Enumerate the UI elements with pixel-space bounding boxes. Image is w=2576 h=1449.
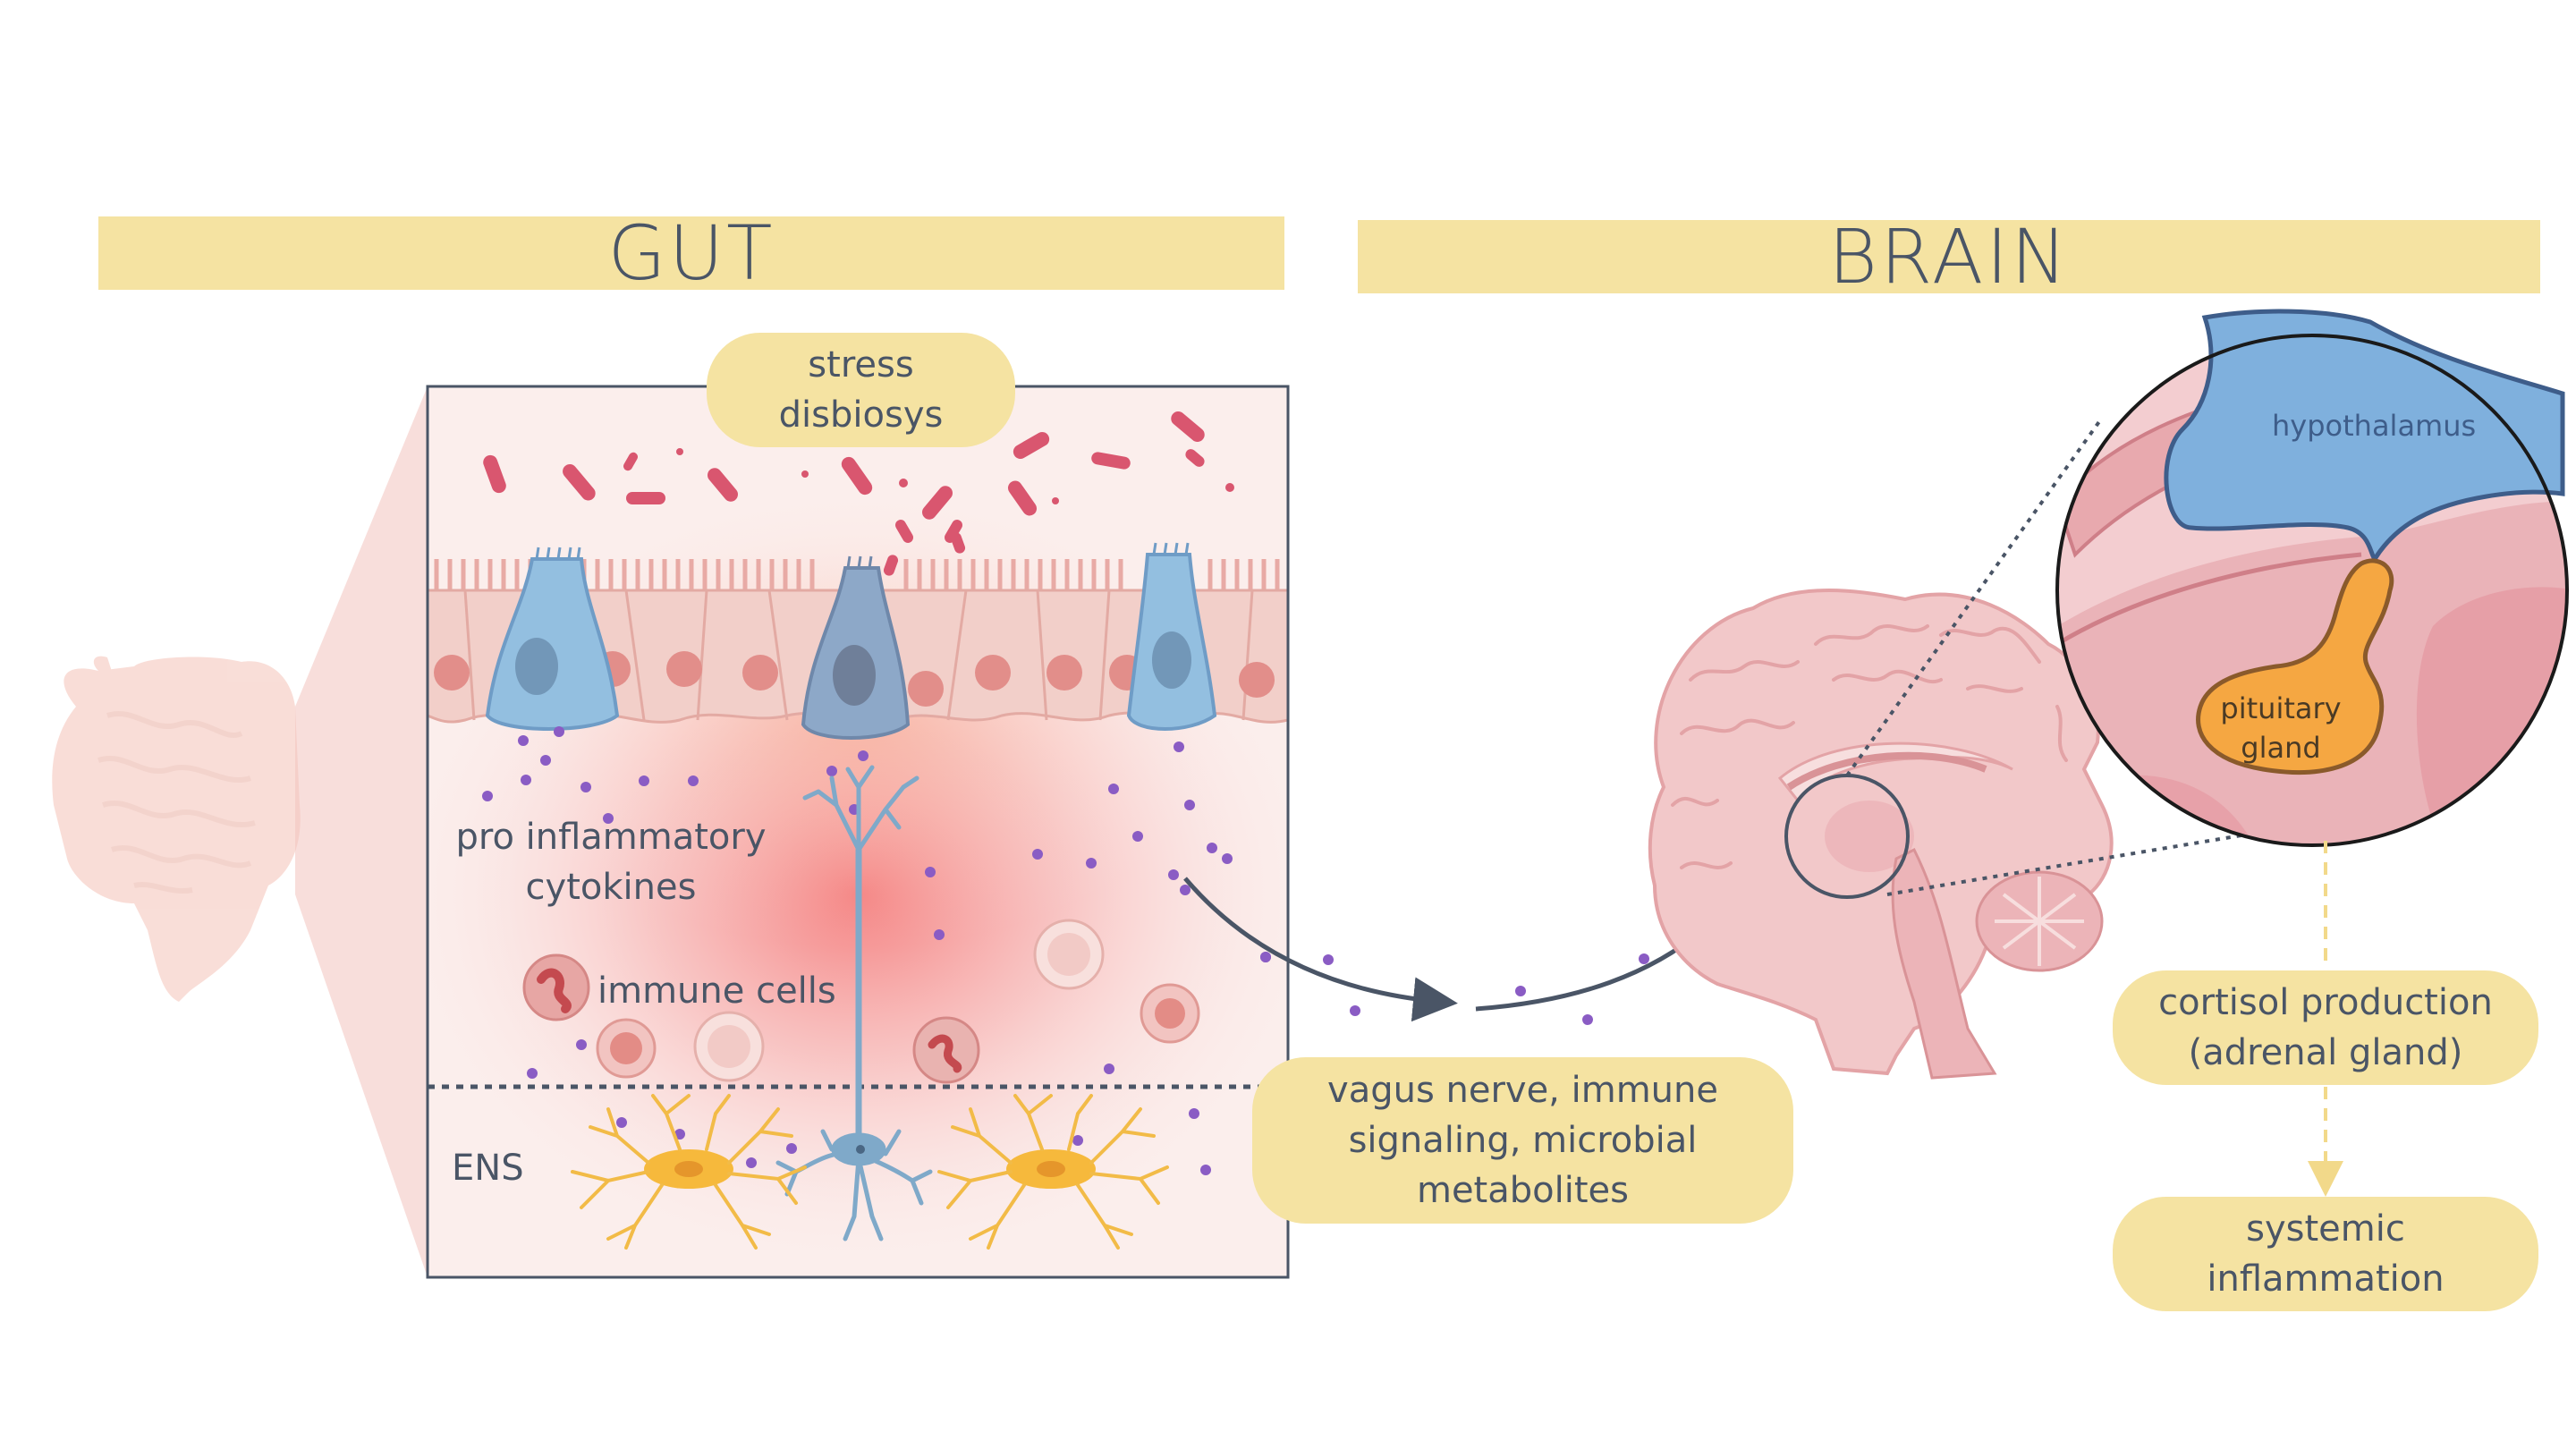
pituitary-label: pituitary gland <box>2209 689 2352 767</box>
cytokine-dots <box>482 726 1271 1175</box>
disbiosys-text: disbiosys <box>778 394 944 436</box>
stress-pill: stress disbiosys <box>707 333 1015 447</box>
bacteria-icon <box>483 411 1234 576</box>
immune-cell-icon <box>522 919 1200 1084</box>
immune-cells-label: immune cells <box>597 970 836 1012</box>
zoom-line-bottom <box>1886 821 2318 896</box>
brain-header-text: BRAIN <box>1827 213 2071 301</box>
hypothalamus-icon <box>2164 309 2565 563</box>
gut-zoom-panel <box>428 386 1288 1277</box>
cerebellum <box>1975 870 2104 972</box>
cytokines-line-1: pro inflammatory <box>455 817 767 858</box>
brain-icon <box>1648 589 2114 1080</box>
cytokines-label: pro inflammatory cytokines <box>436 812 785 912</box>
hypothalamus-label: hypothalamus <box>2272 409 2477 443</box>
cortisol-line-2: (adrenal gland) <box>2188 1032 2463 1073</box>
enteroendocrine-cell-icon <box>485 542 1217 740</box>
gut-header-text: GUT <box>607 209 775 297</box>
zoom-circle-border <box>2055 334 2569 847</box>
pituitary-line-1: pituitary <box>2220 691 2342 725</box>
microvilli <box>434 559 1280 590</box>
glial-cell-icon <box>571 1094 1169 1250</box>
neuron-icon <box>775 765 933 1241</box>
intestine-icon <box>52 656 301 1002</box>
pathway-line-3: metabolites <box>1416 1170 1629 1211</box>
zoom-wedge <box>295 386 428 1277</box>
zoom-line-top <box>1845 419 2102 777</box>
cortisol-line-1: cortisol production <box>2158 982 2493 1023</box>
systemic-pill: systemic inflammation <box>2113 1197 2538 1311</box>
pathway-pill: vagus nerve, immune signaling, microbial m… <box>1252 1057 1793 1224</box>
pathway-line-1: vagus nerve, immune <box>1327 1070 1718 1111</box>
ens-label: ENS <box>452 1148 524 1189</box>
pathway-line-2: signaling, microbial <box>1348 1120 1698 1161</box>
systemic-line-2: inflammation <box>2207 1258 2445 1300</box>
gut-header: GUT <box>98 209 1284 297</box>
pituitary-gland-icon <box>2196 558 2394 775</box>
cytokines-line-2: cytokines <box>525 867 697 908</box>
stress-text: stress <box>808 344 914 386</box>
pituitary-line-2: gland <box>2241 731 2321 765</box>
cortisol-pill: cortisol production (adrenal gland) <box>2113 970 2538 1085</box>
systemic-line-1: systemic <box>2246 1208 2405 1250</box>
brain-header: BRAIN <box>1358 213 2540 301</box>
